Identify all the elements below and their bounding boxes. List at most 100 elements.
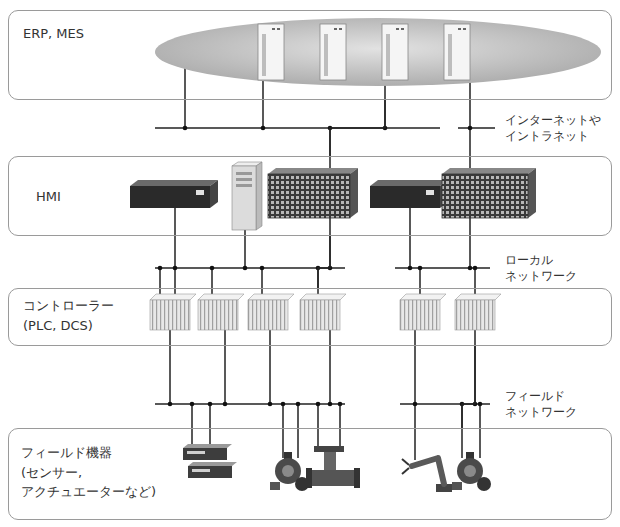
- junction-dot: [418, 266, 423, 271]
- controller-icon: [150, 294, 501, 330]
- hmi-computer: [236, 178, 252, 181]
- network-connector: [330, 100, 385, 156]
- field-device: [306, 468, 312, 488]
- network-label: インターネットや イントラネット: [505, 112, 613, 144]
- network-connector: [462, 346, 475, 428]
- controller-icon: [455, 294, 501, 300]
- controller-icon: [198, 294, 244, 300]
- controller-icon: [400, 294, 446, 300]
- wire: [174, 208, 176, 298]
- junction-dot: [208, 402, 213, 407]
- server-cloud: [155, 18, 601, 86]
- controller-icon: [150, 300, 190, 330]
- field-device: [270, 482, 280, 490]
- field-device: [477, 477, 491, 491]
- controller-icon: [150, 294, 196, 300]
- server-icon: [324, 34, 328, 76]
- junction-dot: [281, 402, 286, 407]
- hmi-computer: [268, 174, 350, 218]
- server-icon: [334, 28, 337, 30]
- hmi-computer: [196, 190, 204, 195]
- controller-icon: [248, 300, 288, 330]
- wire: [211, 268, 213, 298]
- field-device: [402, 459, 409, 465]
- junction-dot: [478, 402, 483, 407]
- junction-dot: [413, 402, 418, 407]
- wire: [297, 404, 299, 458]
- system-layer-band: フィールド機器 (センサー, アクチュエーターなど): [8, 428, 612, 520]
- junction-dot: [158, 266, 163, 271]
- server-icon: [458, 28, 461, 30]
- controller-icon: [300, 294, 346, 300]
- junction-dot: [210, 266, 215, 271]
- field-device: [188, 466, 232, 478]
- wire: [458, 127, 495, 129]
- server-icon: [277, 28, 280, 30]
- junction-dot: [261, 126, 266, 131]
- wire: [409, 208, 411, 268]
- layer-label: フィールド機器 (センサー, アクチュエーターなど): [21, 443, 173, 502]
- controller-icon: [455, 300, 495, 330]
- field-device: [187, 451, 205, 454]
- field-device: [284, 452, 292, 459]
- wire: [414, 330, 416, 460]
- system-layer-band: HMI: [8, 156, 612, 236]
- junction-dot: [316, 402, 321, 407]
- hmi-computer: [442, 174, 528, 218]
- wire: [209, 404, 211, 448]
- field-device: [412, 458, 444, 484]
- network-label: ローカル ネットワーク: [505, 252, 613, 284]
- junction-dot: [268, 402, 273, 407]
- junction-dot: [173, 266, 178, 271]
- system-layer-band: コントローラー (PLC, DCS): [8, 288, 612, 346]
- field-device: [314, 446, 344, 452]
- server-icon: [320, 24, 346, 80]
- junction-dot: [223, 402, 228, 407]
- hmi-computer: [370, 180, 448, 186]
- hmi-computer: [130, 162, 536, 230]
- wire: [224, 330, 226, 404]
- hmi-computer: [370, 186, 440, 208]
- server-icon: [382, 24, 408, 80]
- junction-dot: [468, 126, 473, 131]
- server-icon: [272, 28, 275, 30]
- server-icon: [448, 34, 452, 76]
- field-device: [282, 465, 294, 477]
- wire: [329, 330, 331, 404]
- field-device: [324, 452, 336, 470]
- hmi-computer: [130, 186, 210, 208]
- hmi-computer: [268, 168, 358, 174]
- wire: [339, 404, 341, 446]
- wire: [282, 404, 284, 458]
- field-device: [464, 465, 476, 477]
- hmi-computer: [130, 180, 218, 186]
- network-label: フィールド ネットワーク: [505, 388, 613, 420]
- hmi-computer: [442, 168, 536, 174]
- field-device: [183, 444, 491, 492]
- server-icon: [339, 28, 342, 30]
- hmi-computer: [256, 162, 262, 230]
- controller-icon: [248, 294, 294, 300]
- wire: [261, 268, 263, 298]
- junction-dot: [260, 266, 265, 271]
- hmi-computer: [350, 168, 358, 218]
- wire: [155, 127, 440, 129]
- wire: [474, 268, 476, 298]
- server-icon: [386, 34, 390, 76]
- junction-dot: [468, 266, 473, 271]
- controller-icon: [300, 300, 340, 330]
- wire: [169, 330, 171, 404]
- server-icon: [401, 28, 404, 30]
- layer-label: HMI: [36, 187, 61, 207]
- field-device: [354, 468, 360, 488]
- wire: [479, 404, 481, 458]
- junction-dot: [158, 126, 483, 407]
- junction-dot: [190, 402, 195, 407]
- server-cloud: [155, 18, 601, 86]
- hmi-computer: [210, 180, 218, 208]
- layer-label: ERP, MES: [23, 24, 84, 44]
- server-icon: [262, 34, 266, 76]
- field-device: [310, 470, 356, 486]
- wire: [184, 60, 186, 128]
- server-icon: [258, 24, 284, 80]
